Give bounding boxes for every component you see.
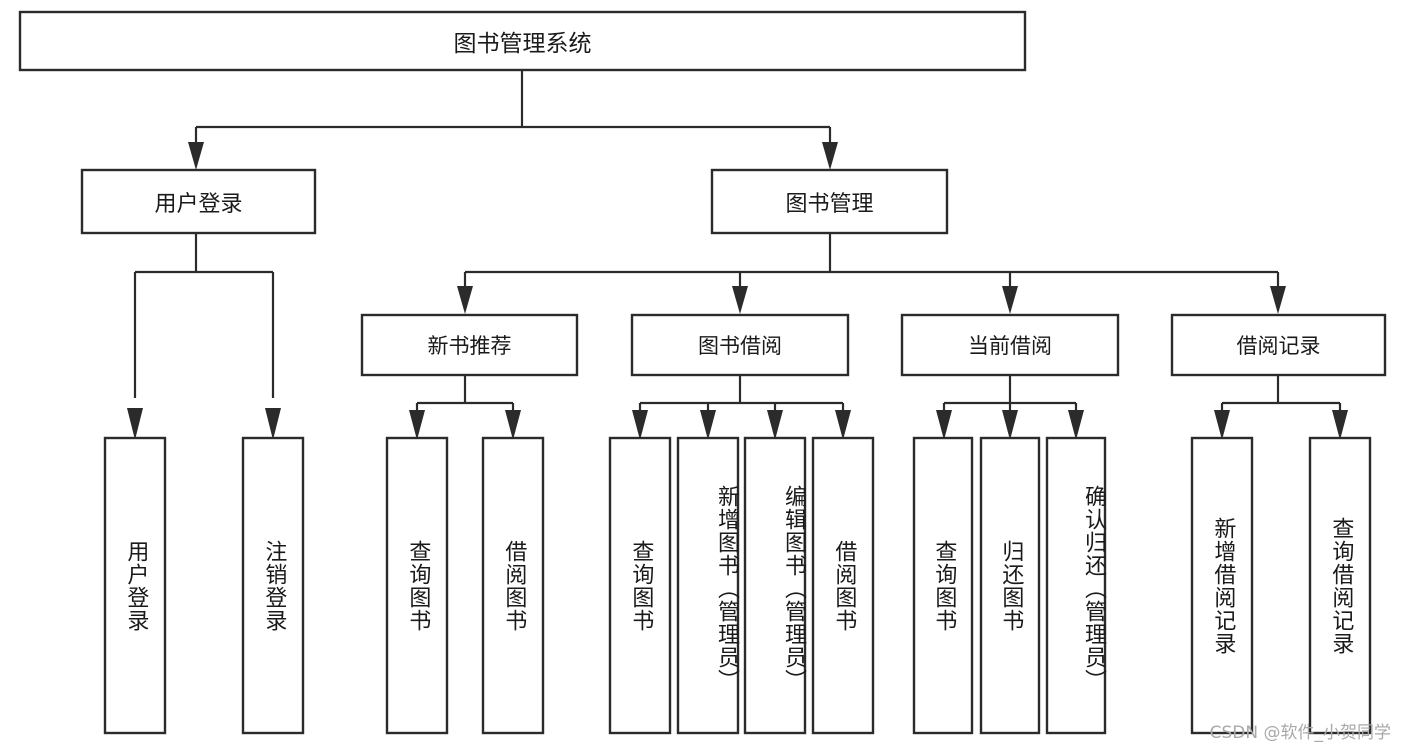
node-box-leaf-user-login[interactable]: [103, 436, 167, 735]
arrow-head-leaf-query-book-1: [409, 410, 425, 440]
node-box-current-borrow[interactable]: [900, 313, 1120, 377]
node-box-leaf-query-book-2[interactable]: [608, 436, 672, 735]
node-box-leaf-query-book-1[interactable]: [385, 436, 449, 735]
arrow-head-leaf-logout-login: [265, 408, 281, 440]
arrow-head-leaf-query-book-2: [632, 410, 648, 440]
connector-group-book-management: [457, 233, 1286, 314]
arrow-head-current-borrow: [1002, 286, 1018, 314]
connector-group-root: [188, 70, 838, 170]
arrow-head-new-book-recommend: [457, 286, 473, 314]
arrow-head-leaf-edit-book: [767, 410, 783, 440]
arrow-head-user-login: [188, 142, 204, 170]
node-box-leaf-confirm-return[interactable]: [1045, 436, 1107, 735]
node-box-leaf-borrow-book-2[interactable]: [811, 436, 875, 735]
node-box-user-login[interactable]: [80, 168, 317, 235]
node-box-leaf-query-book-3[interactable]: [912, 436, 974, 735]
node-box-leaf-borrow-book-1[interactable]: [481, 436, 545, 735]
arrow-head-leaf-user-login: [127, 408, 143, 440]
arrow-head-leaf-query-record: [1332, 410, 1348, 440]
node-box-new-book-recommend[interactable]: [360, 313, 579, 377]
node-box-leaf-add-book[interactable]: [676, 436, 740, 735]
node-box-borrow-record[interactable]: [1170, 313, 1387, 377]
connector-group-user-login: [127, 233, 281, 440]
node-box-leaf-add-record[interactable]: [1190, 436, 1254, 735]
arrow-head-book-management: [822, 142, 838, 170]
arrow-head-leaf-add-book: [700, 410, 716, 440]
connector-group-borrow-record: [1214, 375, 1348, 440]
node-box-leaf-query-record[interactable]: [1308, 436, 1372, 735]
node-box-book-borrow[interactable]: [630, 313, 850, 377]
arrow-head-leaf-add-record: [1214, 410, 1230, 440]
arrow-head-leaf-borrow-book-1: [505, 410, 521, 440]
connector-group-current-borrow: [936, 375, 1084, 440]
node-box-title[interactable]: [18, 10, 1027, 72]
connector-group-book-borrow: [632, 375, 851, 440]
arrow-head-borrow-record: [1270, 286, 1286, 314]
node-box-leaf-edit-book[interactable]: [743, 436, 807, 735]
arrow-head-leaf-query-book-3: [936, 410, 952, 440]
connector-group-new-book-recommend: [409, 375, 521, 440]
arrow-head-leaf-borrow-book-2: [835, 410, 851, 440]
arrow-head-leaf-return-book: [1002, 410, 1018, 440]
node-box-leaf-logout-login[interactable]: [241, 436, 305, 735]
arrow-head-book-borrow: [732, 286, 748, 314]
node-box-leaf-return-book[interactable]: [979, 436, 1041, 735]
arrow-head-leaf-confirm-return: [1068, 410, 1084, 440]
node-box-book-management[interactable]: [710, 168, 949, 235]
